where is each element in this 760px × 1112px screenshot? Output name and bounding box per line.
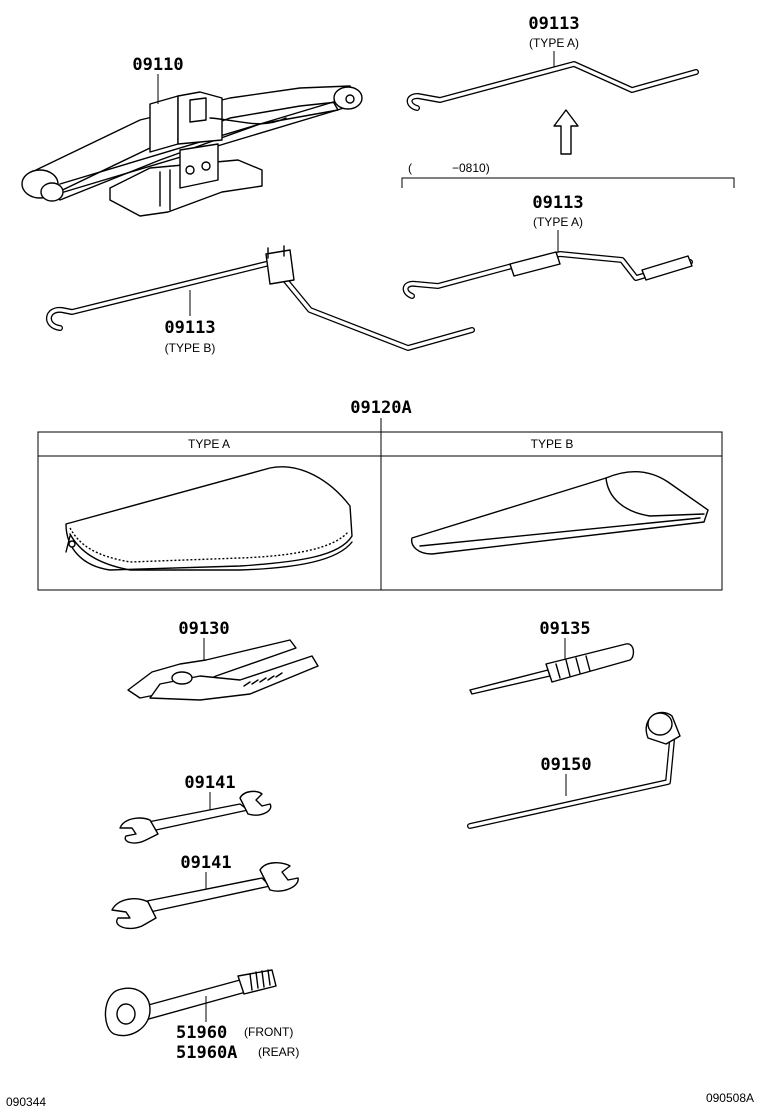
hub-nut-wrench-front-position: (FRONT): [244, 1025, 293, 1039]
footer-left-code: 090344: [6, 1095, 46, 1109]
tool-bag-type-a-illustration: [65, 466, 353, 571]
jack-illustration: [21, 85, 363, 217]
hub-nut-wrench-illustration: [104, 969, 277, 1037]
handle-b-illustration: [46, 245, 475, 351]
handle-a-lower-part-number: 09113: [532, 193, 583, 213]
pliers-part-number: 09130: [178, 619, 229, 639]
footer-right-code: 090508A: [706, 1091, 754, 1105]
handle-a-upper-type: (TYPE A): [529, 36, 579, 50]
handle-a-upper-part-number: 09113: [528, 14, 579, 34]
range-open-paren: (: [408, 161, 412, 175]
wrench-small-part-number: 09141: [184, 773, 235, 793]
wrench-large-illustration: [111, 862, 299, 930]
arrow-up-icon: [553, 109, 579, 155]
handle-a-upper-illustration: [406, 61, 699, 111]
tool-bag-type-b-illustration: [411, 470, 709, 555]
handle-a-lower-illustration: [402, 251, 693, 299]
wheel-wrench-part-number: 09150: [540, 755, 591, 775]
hub-nut-wrench-rear-part-number: 51960A: [176, 1043, 237, 1063]
tool-bag-type-b-label: TYPE B: [531, 437, 574, 451]
wrench-small-illustration: [119, 790, 272, 844]
handle-b-part-number: 09113: [164, 318, 215, 338]
pliers-illustration: [127, 639, 319, 701]
screwdriver-part-number: 09135: [539, 619, 590, 639]
wrench-large-part-number: 09141: [180, 853, 231, 873]
range-label: −0810): [452, 161, 490, 175]
jack-part-number: 09110: [132, 55, 183, 75]
hub-nut-wrench-rear-position: (REAR): [258, 1045, 299, 1059]
tool-bag-part-number: 09120A: [350, 398, 411, 418]
tool-bag-type-a-label: TYPE A: [188, 437, 230, 451]
tool-bag-table: [37, 431, 723, 591]
range-bracket: [401, 177, 735, 188]
screwdriver-illustration: [469, 643, 635, 695]
hub-nut-wrench-front-part-number: 51960: [176, 1023, 227, 1043]
handle-b-type: (TYPE B): [165, 341, 216, 355]
handle-a-lower-type: (TYPE A): [533, 215, 583, 229]
wheel-wrench-illustration: [467, 711, 681, 829]
